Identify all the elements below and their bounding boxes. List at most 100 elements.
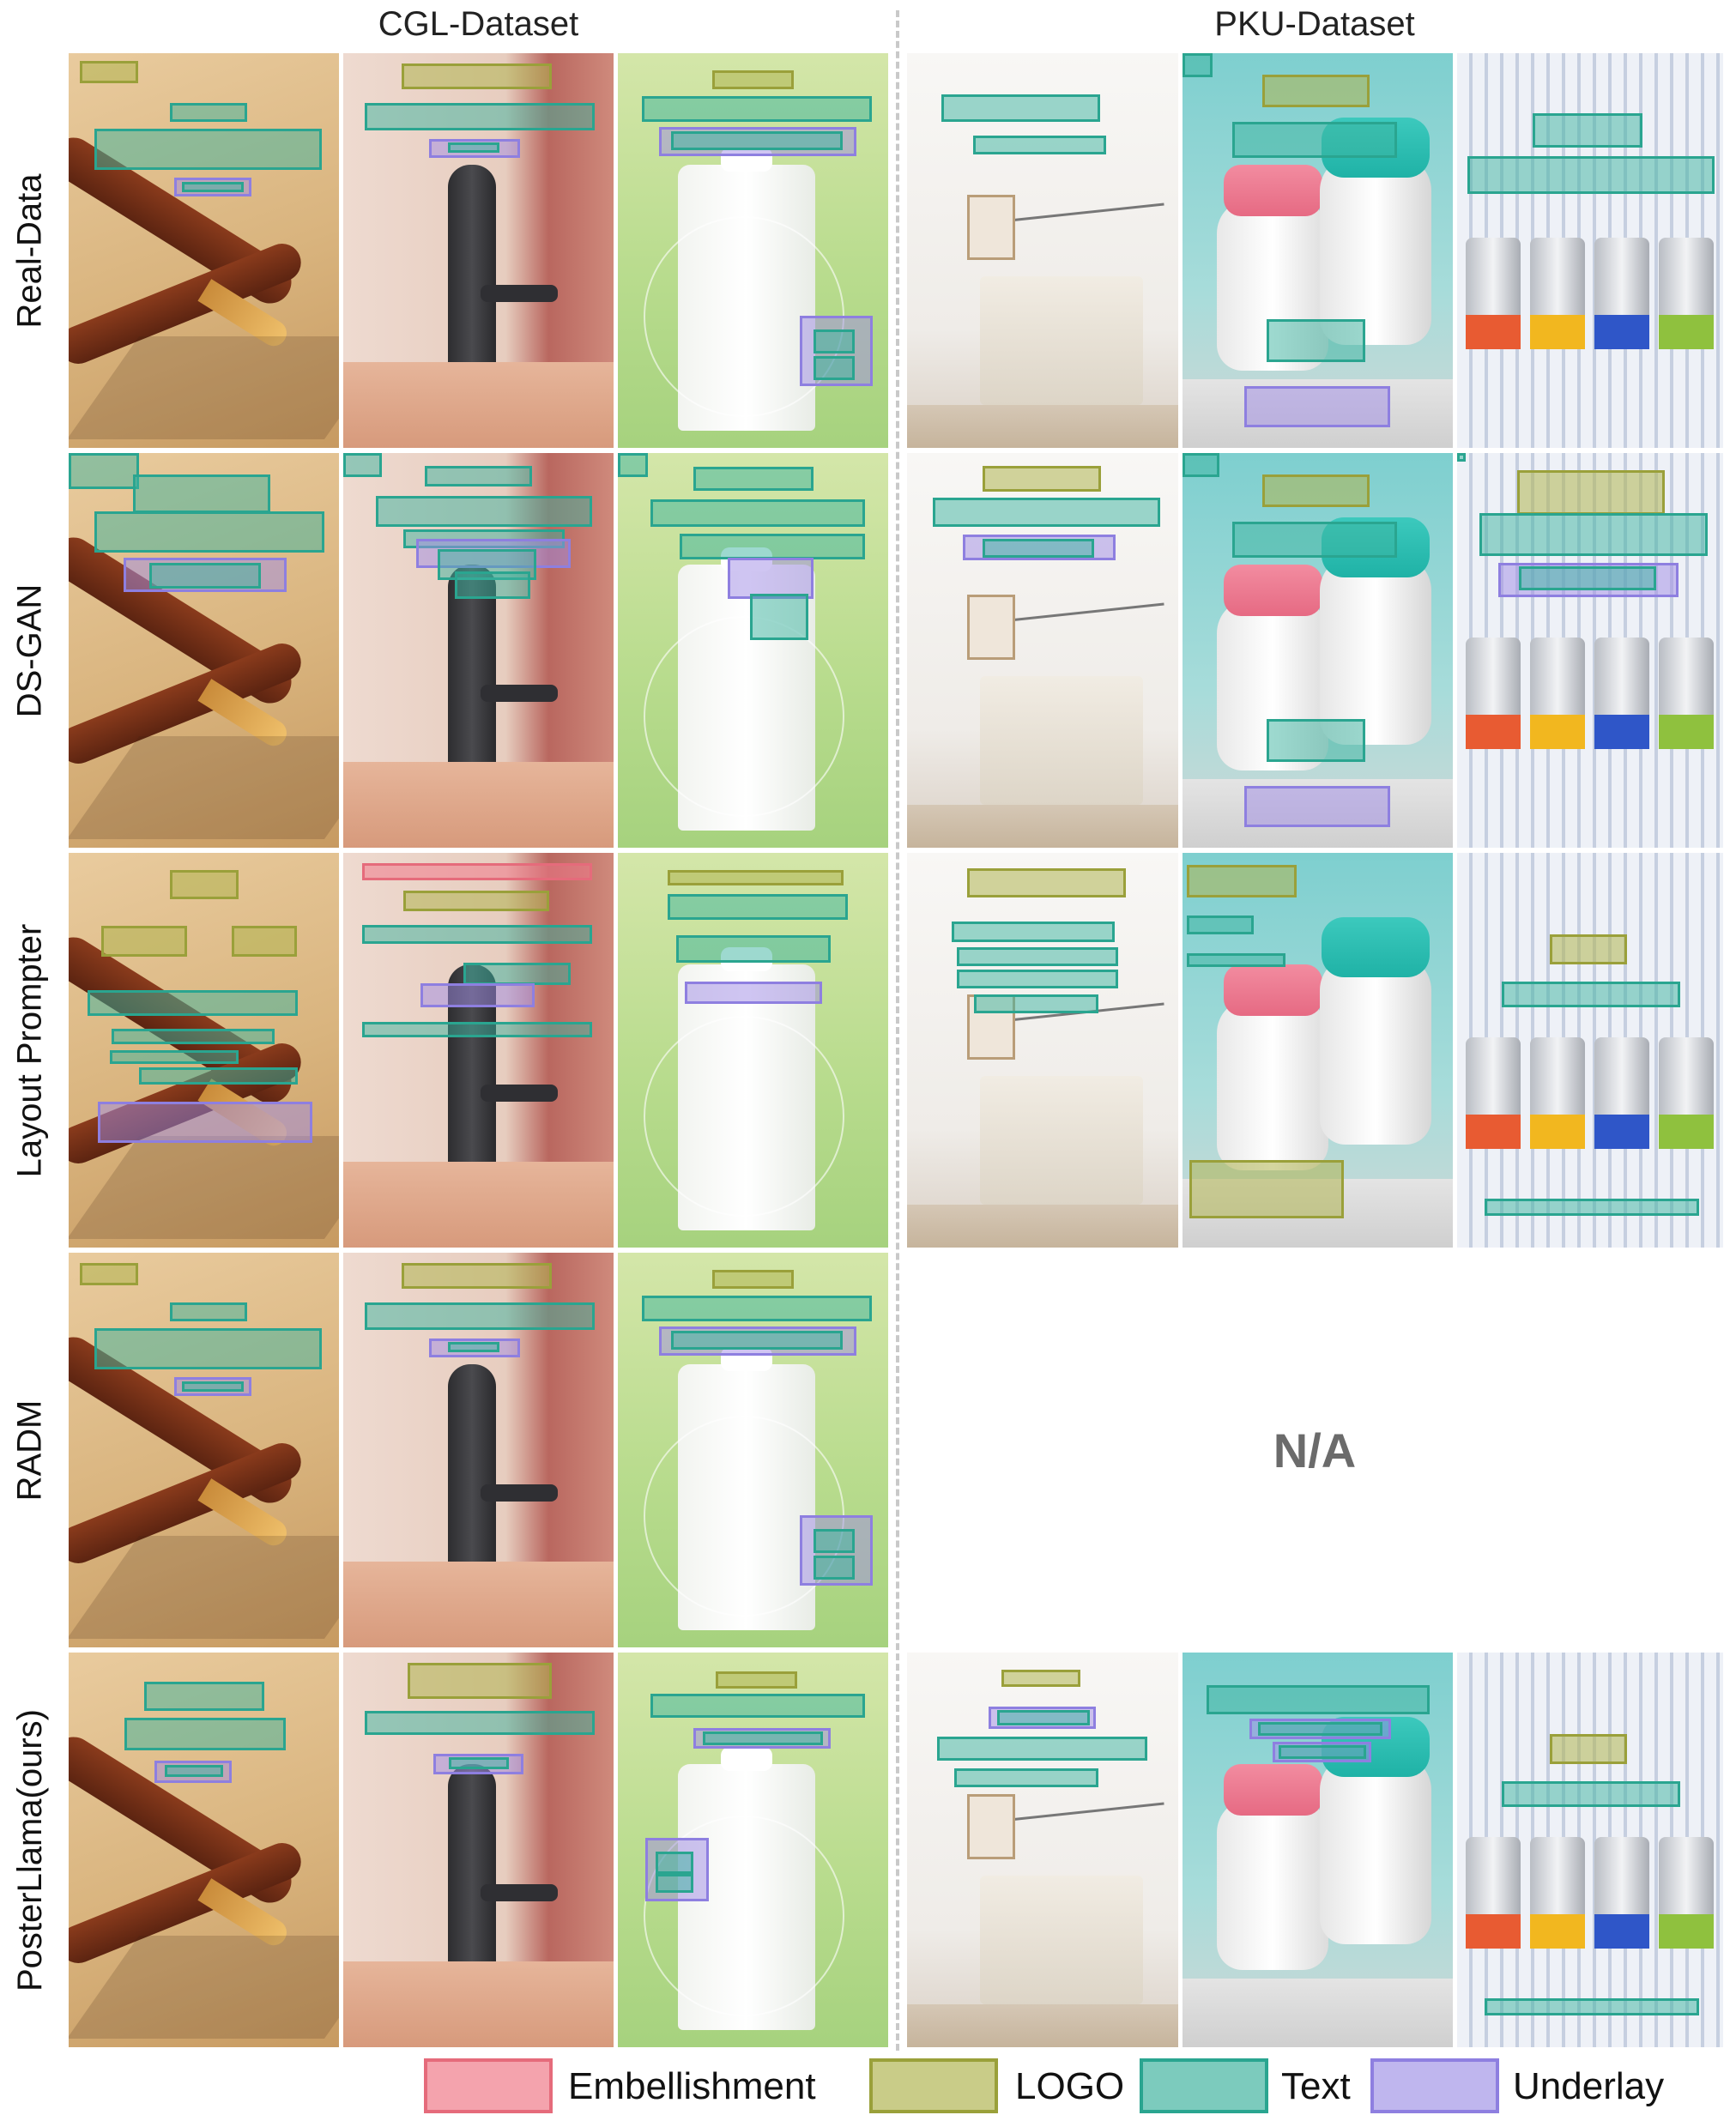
text-box: [149, 563, 261, 589]
text-box: [1187, 915, 1254, 934]
thumbnail-bottles-row-5: [1183, 1653, 1453, 2047]
row-label-real-data: Real-Data: [10, 172, 49, 329]
text-box: [133, 474, 270, 513]
logo-box: [80, 61, 138, 83]
text-box: [69, 453, 139, 489]
logo-box: [1187, 865, 1297, 897]
thumbnail-nursery-row-2: [907, 453, 1178, 848]
thumbnail-supplements-row-1: [1457, 53, 1723, 448]
text-box: [1258, 1722, 1382, 1736]
thumbnail-brush-row-2: [69, 453, 339, 848]
thumbnail-brush-row-4: [69, 1253, 339, 1647]
logo-box: [1262, 474, 1370, 507]
thumbnail-lock-row-3: [343, 853, 614, 1248]
text-box: [952, 922, 1115, 942]
underlay-box: [98, 1102, 312, 1143]
logo-box: [983, 466, 1101, 492]
logo-box: [1001, 1670, 1080, 1687]
text-box: [362, 925, 592, 944]
text-box: [668, 894, 848, 920]
legend-swatch-embellishment: [424, 2058, 553, 2113]
text-box: [671, 131, 843, 150]
text-box: [365, 1302, 595, 1330]
text-box: [1232, 122, 1397, 158]
thumbnail-cream-row-1: [618, 53, 888, 448]
text-box: [449, 1757, 509, 1769]
text-box: [1183, 53, 1213, 77]
thumbnail-cream-row-4: [618, 1253, 888, 1647]
logo-box: [1517, 470, 1665, 515]
legend: Embellishment LOGO Text Underlay: [0, 2057, 1736, 2115]
legend-label-text: Text: [1281, 2065, 1351, 2107]
text-box: [1485, 1998, 1699, 2015]
logo-box: [101, 926, 187, 957]
not-available-label: N/A: [1273, 1423, 1357, 1477]
text-box: [703, 1731, 823, 1745]
text-box: [1267, 319, 1365, 362]
text-box: [693, 467, 814, 491]
embellishment-box: [362, 863, 592, 880]
pku-dataset-header: PKU-Dataset: [1214, 5, 1415, 43]
text-box: [182, 1381, 244, 1392]
thumbnail-bottles-row-1: [1183, 53, 1453, 448]
legend-swatch-logo: [869, 2058, 998, 2113]
text-box: [124, 1718, 286, 1750]
logo-box: [408, 1663, 552, 1699]
logo-box: [403, 891, 549, 911]
text-box: [94, 1328, 322, 1369]
text-box: [1457, 453, 1466, 462]
logo-box: [1262, 75, 1370, 107]
text-box: [941, 94, 1100, 122]
text-box: [365, 103, 595, 130]
logo-box: [712, 1270, 794, 1289]
text-box: [448, 1342, 499, 1352]
text-box: [618, 453, 648, 477]
text-box: [1485, 1199, 1699, 1216]
text-box: [1467, 156, 1715, 194]
legend-label-embellishment: Embellishment: [568, 2065, 816, 2107]
legend-swatch-text: [1140, 2058, 1268, 2113]
text-box: [94, 129, 322, 170]
text-box: [425, 466, 532, 486]
text-box: [814, 356, 855, 380]
text-box: [88, 990, 298, 1016]
text-box: [139, 1067, 298, 1085]
thumbnail-brush-row-3: [69, 853, 339, 1248]
text-box: [974, 994, 1098, 1013]
underlay-box: [1244, 786, 1390, 827]
text-box: [144, 1682, 264, 1711]
text-box: [642, 96, 872, 122]
text-box: [1267, 719, 1365, 762]
text-box: [937, 1737, 1147, 1761]
text-box: [642, 1296, 872, 1321]
text-box: [650, 1694, 865, 1718]
legend-label-underlay: Underlay: [1513, 2065, 1665, 2107]
text-box: [1533, 113, 1642, 148]
text-box: [680, 534, 865, 559]
text-box: [983, 539, 1094, 558]
logo-box: [402, 1263, 552, 1289]
text-box: [957, 970, 1118, 988]
logo-box: [1550, 934, 1627, 964]
text-box: [455, 571, 530, 599]
underlay-box: [728, 558, 814, 599]
text-box: [676, 935, 831, 963]
text-box: [1519, 566, 1656, 590]
text-box: [1183, 453, 1219, 477]
text-box: [94, 511, 324, 553]
text-box: [671, 1331, 843, 1350]
row-label-ds-gan: DS-GAN: [10, 583, 49, 717]
underlay-box: [685, 982, 822, 1004]
text-box: [1187, 953, 1285, 967]
thumbnail-supplements-row-2: [1457, 453, 1723, 848]
text-box: [656, 1852, 693, 1874]
underlay-box: [420, 983, 535, 1007]
text-box: [750, 594, 808, 640]
underlay-box: [1244, 386, 1390, 427]
text-box: [448, 142, 499, 153]
row-label-posterllama: PosterLlama(ours): [10, 1708, 49, 1991]
logo-box: [716, 1671, 797, 1689]
legend-swatch-underlay: [1370, 2058, 1499, 2113]
logo-box: [80, 1263, 138, 1285]
thumbnail-lock-row-2: [343, 453, 614, 848]
